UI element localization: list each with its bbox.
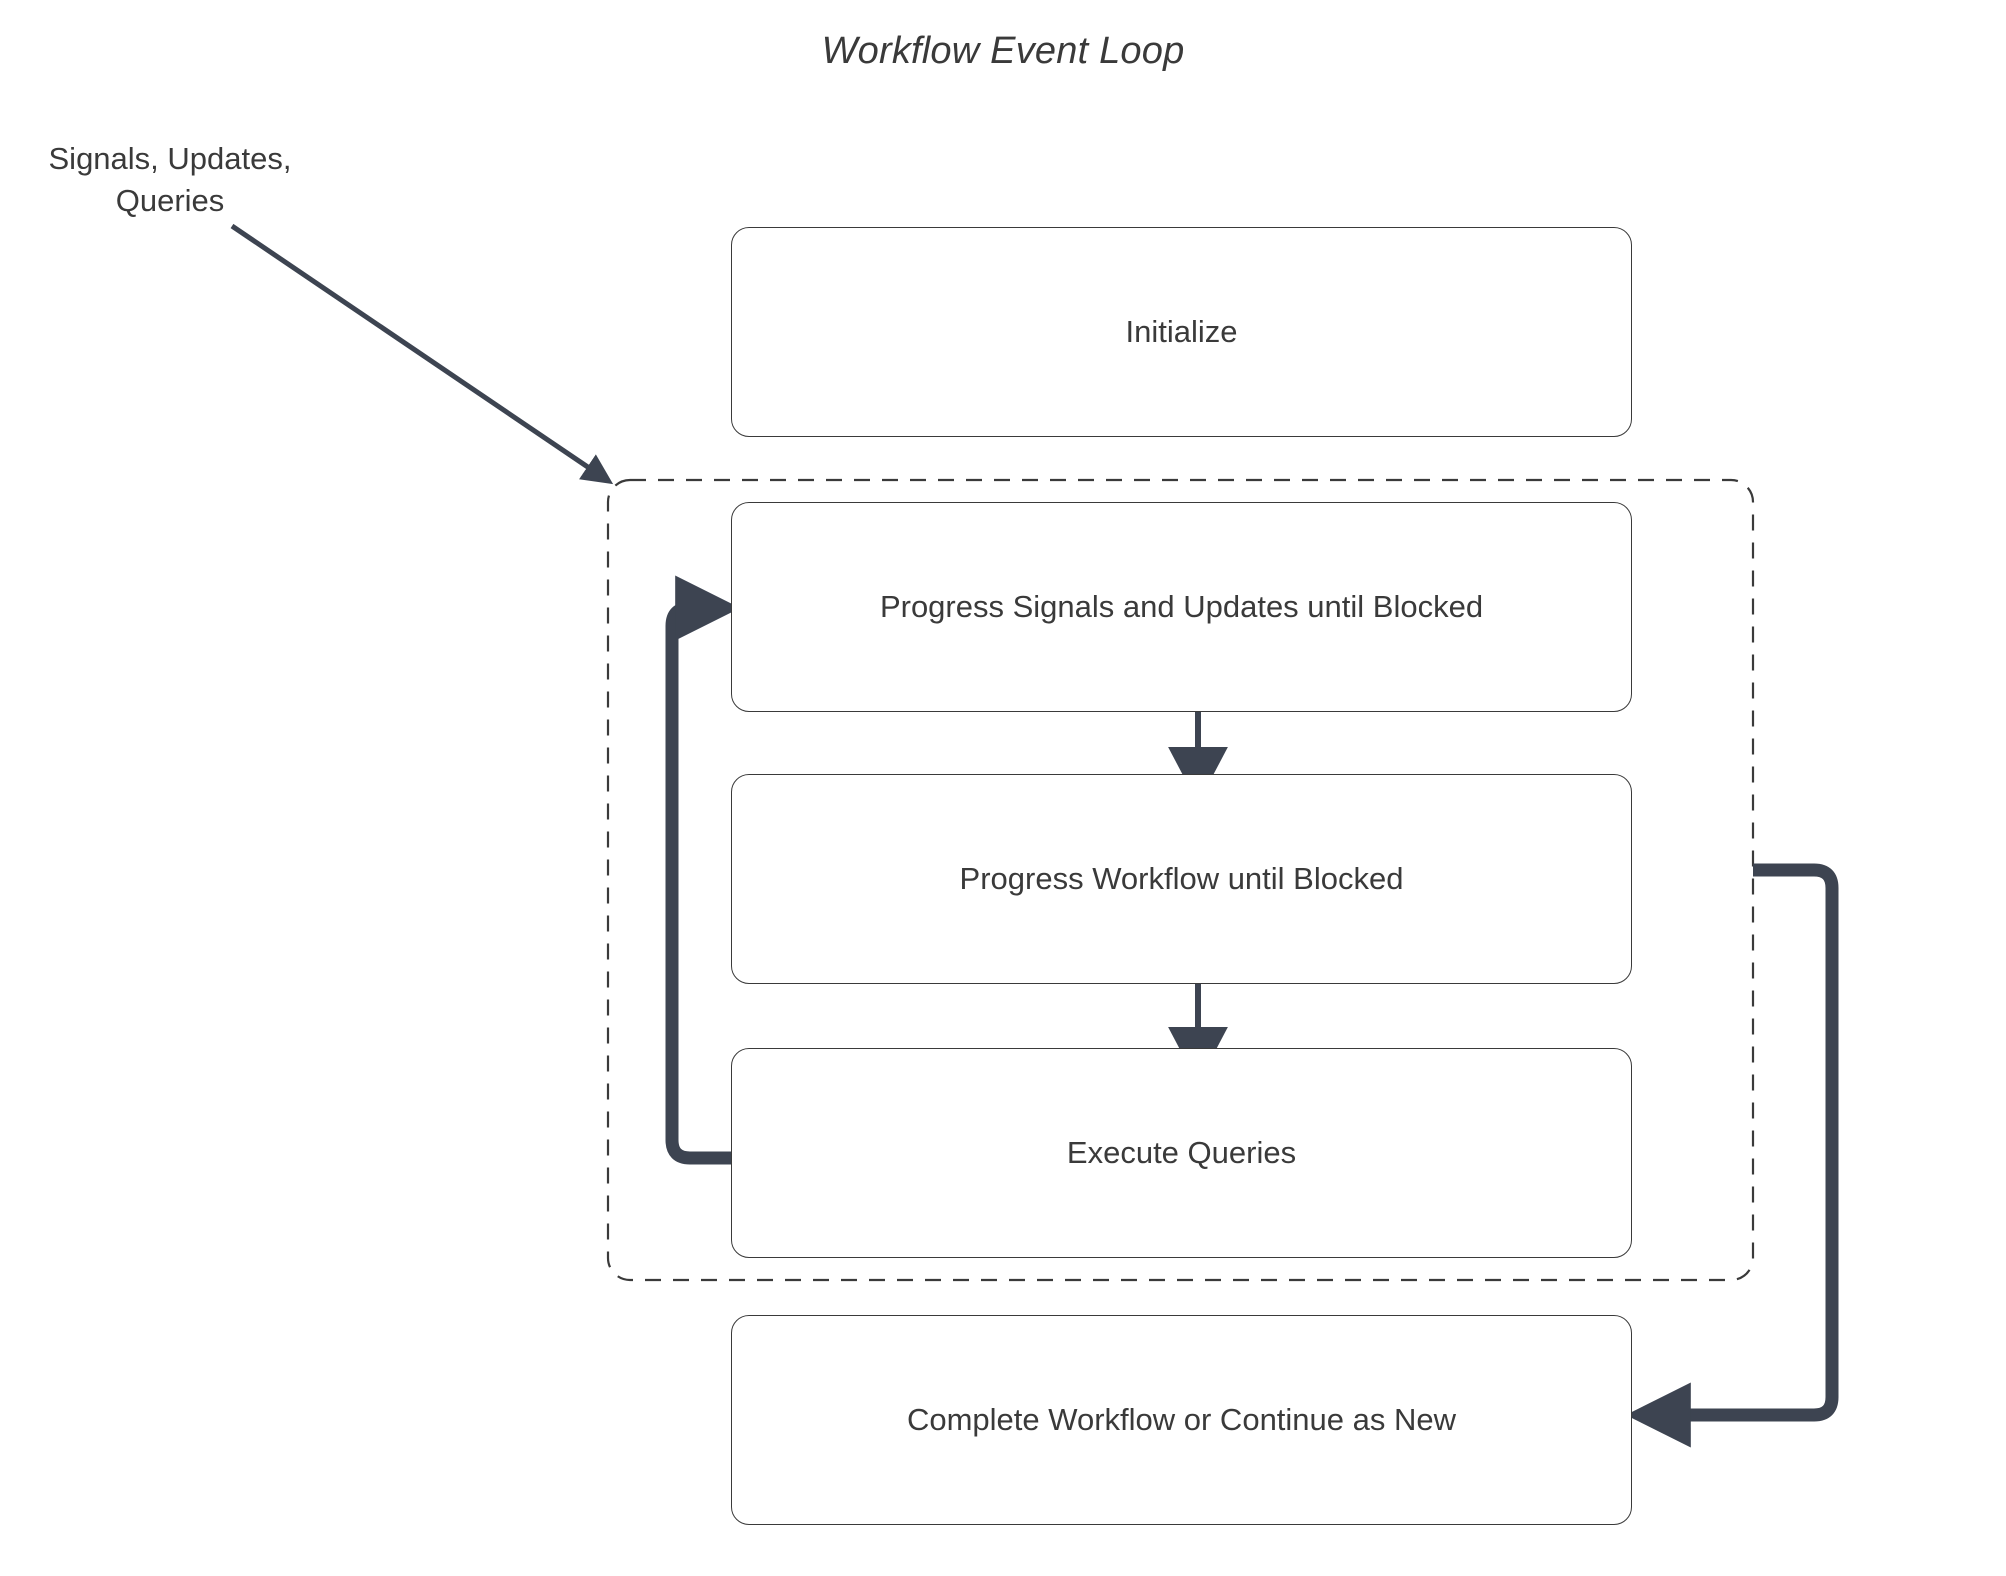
page-title: Workflow Event Loop bbox=[821, 30, 1185, 72]
node-initialize[interactable]: Initialize bbox=[731, 227, 1632, 437]
node-complete-workflow-label: Complete Workflow or Continue as New bbox=[906, 1402, 1457, 1437]
edge-exit-to-complete bbox=[1625, 863, 1839, 1448]
event-loop-group-border bbox=[606, 478, 1755, 1282]
node-progress-signals-label: Progress Signals and Updates until Block… bbox=[879, 589, 1484, 624]
node-execute-queries[interactable]: Execute Queries bbox=[731, 1048, 1632, 1258]
external-input-arrow bbox=[230, 223, 614, 485]
edge-loop-back bbox=[665, 575, 741, 1165]
node-execute-queries-label: Execute Queries bbox=[1066, 1135, 1297, 1170]
external-input-label-line-2: Queries bbox=[115, 183, 225, 218]
node-progress-workflow-label: Progress Workflow until Blocked bbox=[959, 861, 1404, 896]
node-initialize-label: Initialize bbox=[1125, 314, 1238, 349]
node-progress-workflow[interactable]: Progress Workflow until Blocked bbox=[731, 774, 1632, 984]
external-input-label: Signals, Updates, Queries bbox=[20, 138, 320, 222]
node-progress-signals[interactable]: Progress Signals and Updates until Block… bbox=[731, 502, 1632, 712]
node-complete-workflow[interactable]: Complete Workflow or Continue as New bbox=[731, 1315, 1632, 1525]
external-input-label-line-1: Signals, Updates, bbox=[48, 141, 292, 176]
